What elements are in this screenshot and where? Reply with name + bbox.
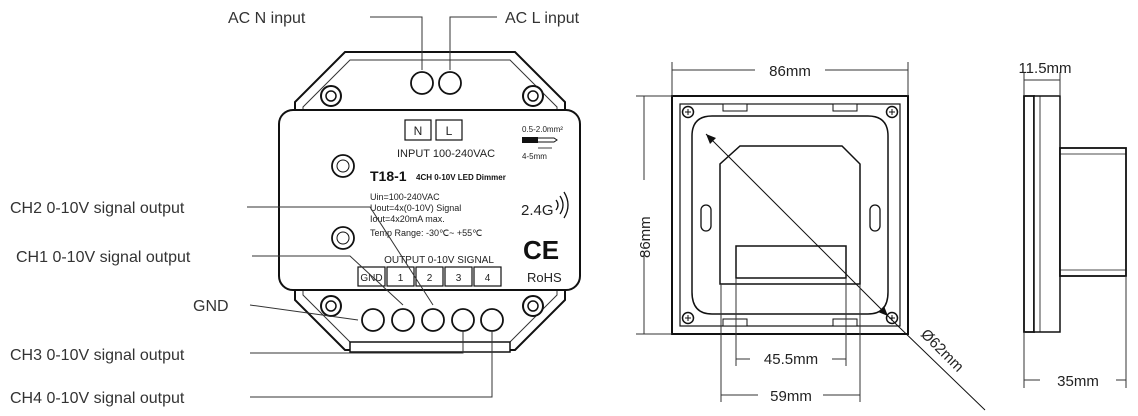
device-bottom-tab [349,341,511,353]
output-rating-text: OUTPUT 0-10V SIGNAL [384,255,494,266]
device-back-view: N L 0.5-2.0mm² 4-5mm INPUT 100-240VAC T1… [278,51,581,353]
terminal-n-label: N [414,124,423,138]
ac-l-hole [438,71,462,95]
input-rating-text: INPUT 100-240VAC [397,148,495,160]
panel-window [735,245,847,279]
panel-slot-right [869,204,881,232]
callout-labels: AC N input AC L input CH2 0-10V signal o… [10,10,580,407]
panel-clip [832,103,858,112]
callout-ch3: CH3 0-10V signal output [10,347,185,364]
strip-length-text: 4-5mm [522,152,547,161]
dim-depth-side: 35mm [1057,373,1099,390]
gnd-hole [361,308,385,332]
callout-ac-l: AC L input [505,10,580,27]
ch2-hole [421,308,445,332]
callout-ac-n-line [370,16,423,70]
callout-ch1-line [252,255,404,306]
screw-icon [885,105,899,119]
spec-uin: Uin=100-240VAC [370,192,440,202]
model-name: T18-1 [370,168,407,184]
terminal-l-label: L [446,124,453,138]
screw-icon [320,85,342,107]
ac-n-hole [410,71,434,95]
wireless-signal-icon [555,191,569,219]
dim-width-top: 86mm [769,63,811,80]
device-label-plate [278,109,581,291]
callout-ch2-line [247,206,434,306]
ch1-hole [391,308,415,332]
screw-icon [320,295,342,317]
screw-icon [681,311,695,325]
output-terminal-label: 3 [456,273,462,284]
front-panel-view: Ø62mm 86mm 86mm 45.5mm 59mm [636,62,986,411]
terminal-l-box [435,119,463,141]
panel-clip [722,103,748,112]
callout-ch4-line [250,332,493,398]
callout-ch3-line [250,332,464,354]
callout-ch1: CH1 0-10V signal output [16,249,191,266]
panel-clip [832,318,858,327]
output-terminal-box [415,266,444,287]
side-body [1059,147,1127,277]
output-terminal-box [444,266,473,287]
diameter-line [705,133,899,327]
panel-slot-left [700,204,712,232]
callout-gnd: GND [193,298,229,315]
mount-knob-top-inner [336,159,350,173]
terminal-n-box [404,119,432,141]
output-terminal-label: 2 [427,273,433,284]
spec-temp: Temp Range: -30℃~ +55℃ [370,228,482,238]
wire-spec-text: 0.5-2.0mm² [522,125,563,134]
side-faceplate [1023,95,1035,333]
output-terminal-label: 1 [398,273,404,284]
output-terminal-box [386,266,415,287]
dim-inner-b: 59mm [770,388,812,405]
screw-icon [522,85,544,107]
rohs-mark: RoHS [527,270,562,285]
side-frame [1033,95,1061,333]
screw-icon [885,311,899,325]
wire-strip-icon [522,137,558,149]
screw-icon [681,105,695,119]
dim-height-left: 86mm [637,216,654,258]
arrow-head [878,306,888,316]
model-description: 4CH 0-10V LED Dimmer [416,173,506,182]
callout-ch4: CH4 0-10V signal output [10,390,185,407]
arrow-head [706,134,716,144]
output-terminal-block: GND 1 2 3 4 [357,266,502,287]
ch3-hole [451,308,475,332]
callout-ac-l-line [449,16,497,70]
output-terminal-label: GND [360,273,382,284]
callout-gnd-line [249,304,359,321]
side-view: 11.5mm 35mm [1018,60,1127,390]
panel-clip [722,318,748,327]
output-terminal-box [473,266,502,287]
ch4-hole [480,308,504,332]
spec-iout: Iout=4x20mA max. [370,214,445,224]
spec-uout: Uout=4x(0-10V) Signal [370,203,461,213]
ce-mark: CE [523,235,559,265]
mount-knob-bottom-inner [336,231,350,245]
dim-depth-total: 11.5mm [1018,60,1071,77]
screw-icon [522,295,544,317]
callout-ch2: CH2 0-10V signal output [10,200,185,217]
dim-inner-a: 45.5mm [764,351,818,368]
callout-ac-n: AC N input [228,10,306,27]
wireless-freq: 2.4G [521,202,554,219]
diameter-leader [897,325,986,411]
output-terminal-label: 4 [485,273,491,284]
